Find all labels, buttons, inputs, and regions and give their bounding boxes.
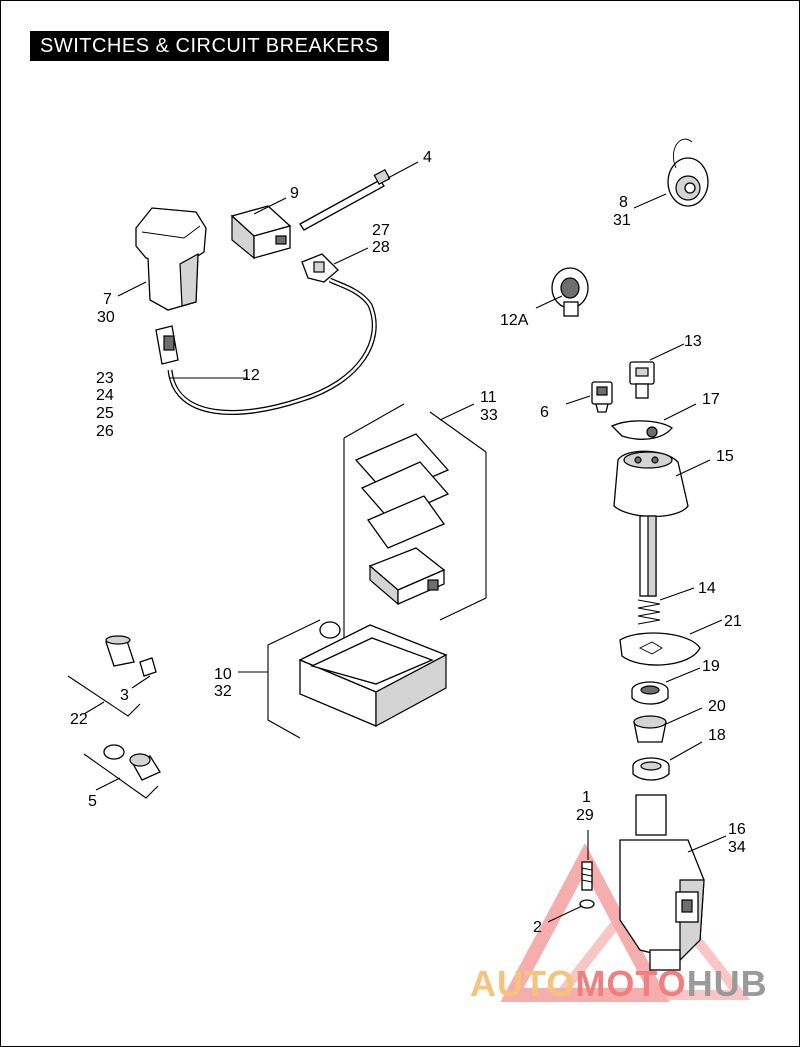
watermark-part-auto: AUTO bbox=[470, 963, 576, 1004]
callout-34: 34 bbox=[728, 839, 746, 856]
part-key bbox=[629, 361, 655, 399]
watermark-part-moto: MOTO bbox=[575, 963, 687, 1004]
callout-14: 14 bbox=[698, 580, 716, 597]
part-cable-tie bbox=[299, 168, 391, 231]
callout-1: 1 bbox=[582, 789, 591, 806]
callout-4: 4 bbox=[423, 149, 432, 166]
part-nut bbox=[631, 681, 669, 705]
callout-5: 5 bbox=[88, 793, 97, 810]
part-screw bbox=[581, 861, 593, 891]
part-key-tag bbox=[667, 138, 709, 207]
part-spring bbox=[637, 599, 661, 625]
callout-13: 13 bbox=[684, 333, 702, 350]
callout-labels: 4 9 27 28 7 30 8 31 12A 12 23 24 25 26 1… bbox=[70, 149, 746, 936]
callout-10: 10 bbox=[214, 666, 232, 683]
callout-31: 31 bbox=[613, 212, 631, 229]
callout-16: 16 bbox=[728, 821, 746, 838]
callout-11: 11 bbox=[480, 389, 497, 406]
callout-17: 17 bbox=[702, 391, 720, 408]
callout-18: 18 bbox=[708, 727, 726, 744]
callout-22: 22 bbox=[70, 711, 88, 728]
part-ring bbox=[632, 757, 670, 781]
part-bushing bbox=[633, 715, 667, 743]
part-sensor-switch bbox=[67, 635, 157, 717]
callout-27: 27 bbox=[372, 222, 390, 239]
callout-33: 33 bbox=[480, 407, 498, 424]
callout-30: 30 bbox=[97, 309, 115, 326]
part-connector-block bbox=[230, 205, 292, 260]
callout-20: 20 bbox=[708, 698, 726, 715]
part-key-blank bbox=[591, 381, 613, 413]
callout-24: 24 bbox=[96, 387, 114, 404]
part-relay-box bbox=[135, 207, 207, 311]
part-breaker-box bbox=[267, 619, 448, 739]
callout-21: 21 bbox=[724, 613, 742, 630]
callout-15: 15 bbox=[716, 448, 734, 465]
part-switch-housing bbox=[613, 450, 689, 597]
callout-29: 29 bbox=[576, 807, 594, 824]
callout-12a: 12A bbox=[500, 312, 529, 329]
callout-6: 6 bbox=[540, 404, 549, 421]
watermark-part-hub: HUB bbox=[686, 963, 768, 1004]
part-ignition-switch bbox=[619, 794, 705, 971]
callout-19: 19 bbox=[702, 658, 720, 675]
part-plug-oring bbox=[83, 744, 161, 799]
leader-lines bbox=[83, 161, 727, 923]
callout-32: 32 bbox=[214, 683, 232, 700]
part-breaker-kit bbox=[343, 403, 487, 685]
callout-2: 2 bbox=[533, 919, 542, 936]
callout-26: 26 bbox=[96, 423, 114, 440]
part-washer bbox=[579, 899, 595, 909]
callout-12: 12 bbox=[242, 367, 260, 384]
watermark-text: AUTOMOTOHUB bbox=[470, 963, 768, 1005]
part-lock-cylinder bbox=[551, 267, 589, 317]
callout-3: 3 bbox=[120, 687, 129, 704]
callout-23: 23 bbox=[96, 370, 114, 387]
part-plate bbox=[619, 632, 701, 666]
callout-9: 9 bbox=[290, 185, 299, 202]
page-title: SWITCHES & CIRCUIT BREAKERS bbox=[30, 31, 389, 61]
callout-28: 28 bbox=[372, 239, 390, 256]
callout-7: 7 bbox=[103, 291, 112, 308]
part-wiring-harness bbox=[155, 253, 377, 415]
part-retaining-clip bbox=[610, 420, 673, 440]
callout-8: 8 bbox=[619, 194, 628, 211]
callout-25: 25 bbox=[96, 405, 114, 422]
